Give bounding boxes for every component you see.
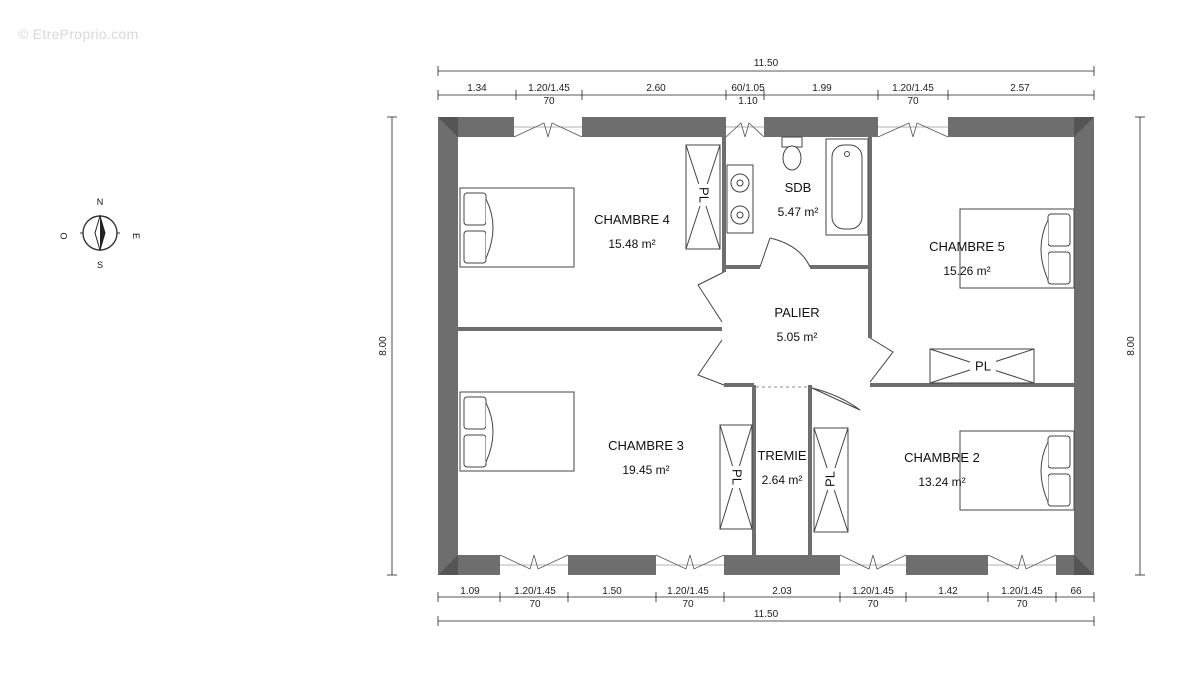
dim-top-2: 2.60 (646, 83, 666, 94)
closet-label-5: PL (975, 358, 991, 373)
bottom-dimensions (437, 592, 1095, 626)
dim-top-total: 11.50 (754, 58, 779, 69)
room-name-sdb: SDB (785, 180, 812, 195)
dim-bottom-0: 1.09 (460, 586, 480, 597)
window-sash (655, 554, 691, 570)
bathtub-icon (825, 138, 869, 236)
room-area-chambre3: 19.45 m² (622, 463, 669, 477)
dim-bottom-1: 1.20/1.45 (514, 586, 556, 597)
dim-top-4: 1.99 (812, 83, 832, 94)
window-sash (912, 122, 949, 138)
bed-chambre3 (459, 391, 575, 472)
closet-label-3: PL (730, 469, 745, 485)
closet-label-4: PL (697, 187, 712, 203)
dim-top-sub-2: 70 (907, 96, 919, 107)
room-area-chambre2: 13.24 m² (918, 475, 965, 489)
dim-top-0: 1.34 (467, 83, 487, 94)
window-sash (744, 122, 765, 138)
window-sash (1021, 554, 1057, 570)
dim-bottom-4: 2.03 (772, 586, 792, 597)
dim-top-sub-0: 70 (543, 96, 555, 107)
toilet-icon (781, 136, 803, 171)
dim-bottom-3: 1.20/1.45 (667, 586, 709, 597)
compass-s: S (97, 260, 103, 270)
sinks (726, 164, 754, 234)
closet-label-2: PL (822, 471, 837, 487)
dim-left: 8.00 (378, 336, 389, 356)
room-area-sdb: 5.47 m² (778, 205, 819, 219)
top-dimensions (437, 66, 1095, 100)
dim-right: 8.00 (1126, 336, 1137, 356)
interior-walls (458, 137, 1074, 555)
closet-chambre5 (929, 348, 1035, 384)
dim-bottom-7: 1.20/1.45 (1001, 586, 1043, 597)
dim-top-6: 2.57 (1010, 83, 1030, 94)
watermark: © EtreProprio.com (18, 26, 139, 42)
dim-bottom-8: 66 (1070, 586, 1082, 597)
room-name-chambre4: CHAMBRE 4 (594, 212, 670, 227)
dim-bottom-sub-1: 70 (682, 599, 694, 610)
window-sash (547, 122, 583, 138)
dim-top-1: 1.20/1.45 (528, 83, 570, 94)
dim-bottom-sub-0: 70 (529, 599, 541, 610)
window-sash (877, 122, 914, 138)
dim-bottom-total: 11.50 (754, 609, 779, 620)
room-name-chambre3: CHAMBRE 3 (608, 438, 684, 453)
dim-top-5: 1.20/1.45 (892, 83, 934, 94)
window-sash (533, 554, 569, 570)
room-area-palier: 5.05 m² (777, 330, 818, 344)
window-sash (725, 122, 746, 138)
window-sash (872, 554, 907, 570)
room-name-chambre2: CHAMBRE 2 (904, 450, 980, 465)
window-sash (987, 554, 1023, 570)
dim-bottom-sub-3: 70 (1016, 599, 1028, 610)
dim-bottom-5: 1.20/1.45 (852, 586, 894, 597)
window-sash (499, 554, 535, 570)
doors (697, 237, 894, 411)
compass-e: E (131, 233, 141, 239)
room-area-chambre5: 15.26 m² (943, 264, 990, 278)
bed-chambre2 (959, 430, 1075, 511)
side-dimensions (387, 116, 1145, 576)
room-area-chambre4: 15.48 m² (608, 237, 655, 251)
windows (499, 117, 1057, 575)
dim-bottom-2: 1.50 (602, 586, 622, 597)
window-sash (689, 554, 725, 570)
window-sash (839, 554, 874, 570)
compass-icon: N S E O (59, 197, 141, 270)
bed-chambre4 (459, 187, 575, 268)
compass-n: N (97, 197, 104, 207)
room-name-chambre5: CHAMBRE 5 (929, 239, 1005, 254)
window-sash (513, 122, 549, 138)
room-name-tremie: TREMIE (757, 448, 806, 463)
dim-bottom-6: 1.42 (938, 586, 958, 597)
dim-bottom-sub-2: 70 (867, 599, 879, 610)
room-name-palier: PALIER (774, 305, 819, 320)
dim-top-sub-1: 1.10 (738, 96, 758, 107)
bed-chambre5 (959, 208, 1075, 289)
compass-o: O (59, 232, 69, 239)
dim-top-3: 60/1.05 (731, 83, 765, 94)
room-area-tremie: 2.64 m² (762, 473, 803, 487)
